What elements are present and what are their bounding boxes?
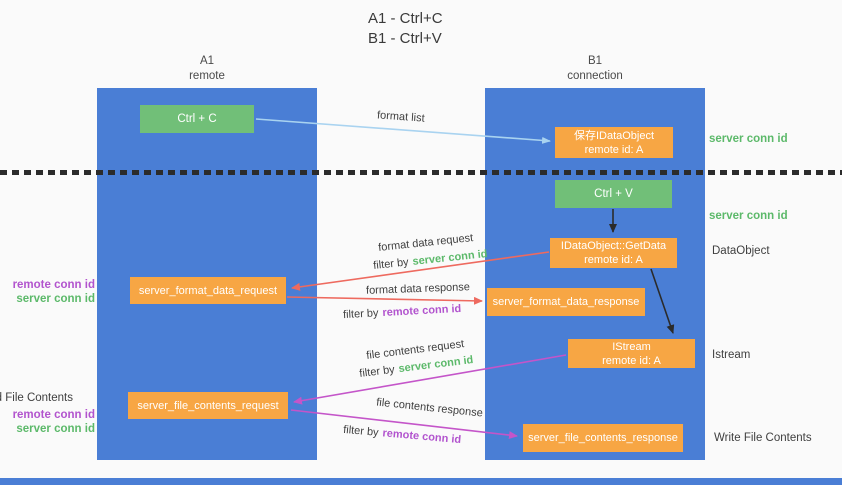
diagram-title: A1 - Ctrl+C B1 - Ctrl+V — [368, 9, 443, 49]
edge-label-file-contents-response: file contents response — [375, 396, 484, 420]
column-b1-subtitle: connection — [567, 70, 623, 82]
server-format-data-request-label: server_format_data_request — [138, 284, 278, 297]
title-line-2: B1 - Ctrl+V — [368, 30, 442, 47]
annotation-remote-conn-id-bottom: remote conn id — [12, 409, 95, 421]
getdata-line2: remote id: A — [584, 254, 643, 266]
annotation-server-conn-id-left-top: server conn id — [16, 293, 95, 305]
annotation-server-conn-id-left-bottom: server conn id — [16, 423, 95, 435]
edge-label-format-data-response: format data response — [365, 281, 471, 297]
column-a1-name: A1 — [199, 55, 215, 67]
save-dataobject-box: 保存IDataObject remote id: A — [555, 127, 673, 158]
server-file-contents-request-box: server_file_contents_request — [128, 392, 288, 419]
filter-key-server-conn-id: server conn id — [411, 248, 488, 268]
annotation-write-file-contents: Write File Contents — [714, 432, 812, 444]
column-header-a1: A1 remote — [97, 54, 317, 84]
bottom-blue-strip — [0, 478, 842, 485]
save-dataobject-line1: 保存IDataObject — [573, 129, 655, 142]
server-file-contents-response-label: server_file_contents_response — [528, 432, 678, 444]
server-file-contents-request-label: server_file_contents_request — [137, 399, 279, 412]
ctrl-v-box: Ctrl + V — [555, 180, 672, 208]
server-format-data-response-box: server_format_data_response — [487, 288, 645, 316]
filter-by-prefix: filter by — [342, 423, 380, 439]
save-dataobject-line2: remote id: A — [584, 143, 644, 156]
edge-label-format-list: format list — [376, 109, 426, 125]
ctrl-c-box: Ctrl + C — [140, 105, 254, 133]
server-format-data-request-box: server_format_data_request — [130, 277, 286, 304]
annotation-dataobject: DataObject — [712, 245, 770, 257]
ctrl-c-label: Ctrl + C — [177, 113, 217, 125]
istream-box: IStream remote id: A — [568, 339, 695, 368]
filter-key-remote-conn-id: remote conn id — [382, 427, 462, 447]
server-file-contents-response-box: server_file_contents_response — [523, 424, 683, 452]
column-header-b1: B1 connection — [485, 54, 705, 84]
server-format-data-response-label: server_format_data_response — [492, 296, 640, 308]
column-b1-name: B1 — [587, 55, 603, 67]
title-line-1: A1 - Ctrl+C — [368, 10, 443, 27]
getdata-box: IDataObject::GetData remote id: A — [550, 238, 677, 268]
filter-by-prefix: filter by — [372, 256, 410, 272]
column-a1-subtitle: remote — [189, 70, 225, 82]
istream-line2: remote id: A — [602, 354, 661, 367]
ctrl-v-label: Ctrl + V — [594, 188, 633, 200]
copy-paste-divider-dotted-line — [0, 170, 842, 175]
getdata-line1: IDataObject::GetData — [560, 240, 667, 252]
filter-by-prefix: filter by — [342, 307, 379, 322]
annotation-server-conn-id-top: server conn id — [709, 133, 788, 145]
annotation-server-conn-id-mid: server conn id — [709, 210, 788, 222]
annotation-read-file-contents: Read File Contents — [0, 392, 73, 404]
filter-by-prefix: filter by — [358, 363, 396, 380]
istream-line1: IStream — [612, 340, 651, 353]
annotation-istream: Istream — [712, 349, 751, 361]
filter-key-remote-conn-id: remote conn id — [382, 302, 462, 320]
annotation-remote-conn-id-top: remote conn id — [12, 279, 95, 291]
filter-key-server-conn-id: server conn id — [397, 354, 474, 376]
